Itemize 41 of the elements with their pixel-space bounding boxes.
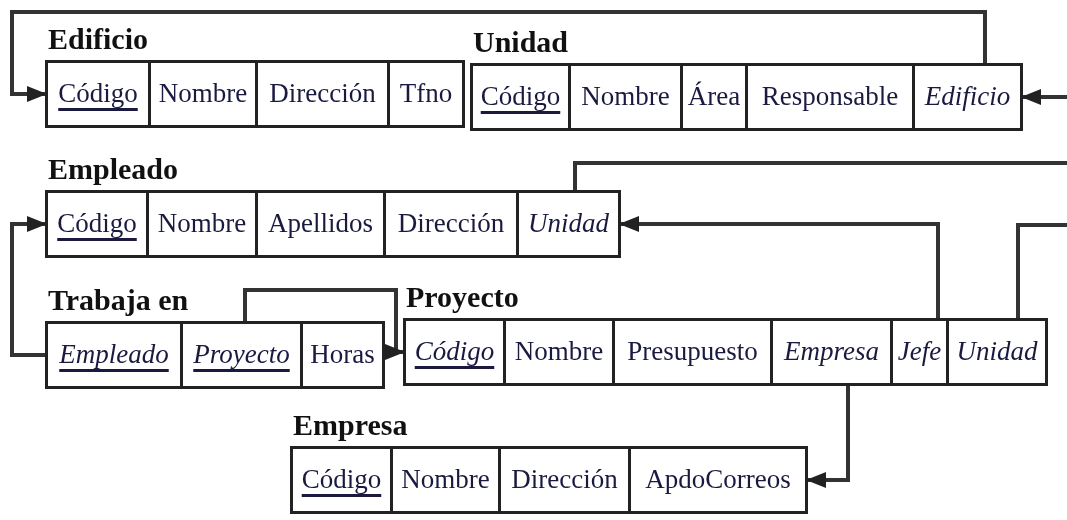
attribute-cell: Proyecto (180, 321, 303, 389)
arrow (243, 288, 405, 360)
attribute-cell: Empleado (45, 321, 183, 389)
attribute-cell: Área (680, 63, 748, 131)
attribute-cell: Tfno (387, 60, 465, 128)
table-title: Empleado (48, 152, 179, 186)
table-title: Edificio (48, 22, 148, 56)
attribute-cell: Edificio (912, 63, 1023, 131)
attribute-cell: Apellidos (255, 190, 386, 258)
arrow (806, 386, 850, 488)
table-title: Trabaja en (48, 283, 189, 317)
attribute-cell: Nombre (568, 63, 683, 131)
attribute-cell: Nombre (503, 318, 615, 386)
connector-line (573, 161, 1067, 190)
table-title: Empresa (293, 408, 408, 442)
arrow (1021, 89, 1067, 105)
attribute-cell: Nombre (146, 190, 258, 258)
attribute-cell: Nombre (390, 446, 501, 514)
attribute-cell: ApdoCorreos (628, 446, 808, 514)
attribute-cell: Dirección (498, 446, 631, 514)
attribute-cell: Empresa (770, 318, 893, 386)
attribute-cell: Presupuesto (612, 318, 773, 386)
attribute-cell: Dirección (383, 190, 519, 258)
table-title: Proyecto (406, 280, 519, 314)
attribute-cell: Horas (300, 321, 385, 389)
attribute-cell: Responsable (745, 63, 915, 131)
attribute-cell: Unidad (946, 318, 1048, 386)
arrow (10, 216, 47, 357)
connector-line (1016, 223, 1067, 318)
table-title: Unidad (473, 25, 569, 59)
arrow (10, 10, 987, 102)
attribute-cell: Unidad (516, 190, 621, 258)
attribute-cell: Jefe (890, 318, 949, 386)
attribute-cell: Código (45, 60, 151, 128)
attribute-cell: Código (290, 446, 393, 514)
attribute-cell: Código (403, 318, 506, 386)
attribute-cell: Código (470, 63, 571, 131)
attribute-cell: Dirección (255, 60, 390, 128)
arrow (619, 216, 940, 318)
attribute-cell: Código (45, 190, 149, 258)
attribute-cell: Nombre (148, 60, 258, 128)
